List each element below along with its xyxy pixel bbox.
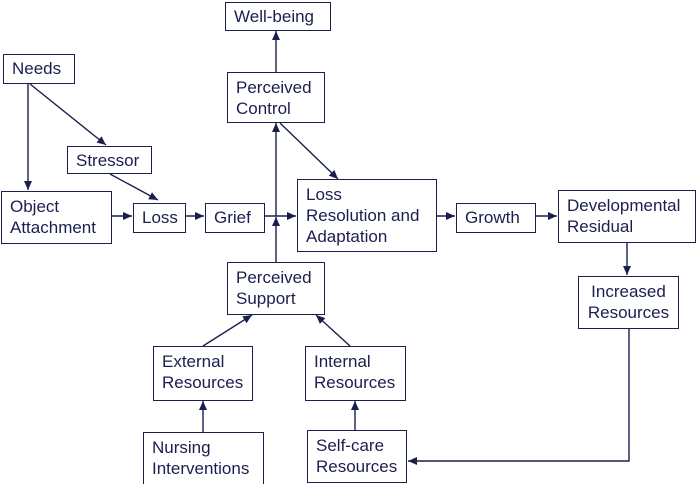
- node-internal-resources: Internal Resources: [305, 346, 406, 401]
- node-internal-resources-line-1: Internal: [314, 352, 371, 371]
- node-developmental-residual: Developmental Residual: [558, 190, 696, 243]
- edge-internal-to-perceived-support: [315, 314, 351, 347]
- node-loss-line-1: Loss: [142, 208, 178, 227]
- node-grief: Grief: [205, 203, 265, 233]
- node-external-resources-line-2: Resources: [162, 373, 244, 392]
- node-internal-resources-line-2: Resources: [314, 373, 396, 392]
- node-perceived-control-line-2: Control: [236, 99, 291, 118]
- node-needs-line-1: Needs: [12, 59, 62, 78]
- node-self-care-resources: Self-care Resources: [307, 430, 407, 483]
- node-object-attachment-line-1: Object: [10, 197, 60, 216]
- node-well-being: Well-being: [225, 2, 331, 31]
- node-perceived-support-line-2: Support: [236, 289, 296, 308]
- node-developmental-residual-line-2: Residual: [567, 217, 634, 236]
- node-loss-resolution-line-3: Adaptation: [306, 227, 388, 246]
- node-nursing-interventions-line-1: Nursing: [152, 438, 211, 457]
- node-growth: Growth: [456, 203, 536, 233]
- node-external-resources-line-1: External: [162, 352, 225, 371]
- node-loss: Loss: [133, 203, 186, 233]
- node-object-attachment: Object Attachment: [1, 191, 112, 244]
- node-nursing-interventions: Nursing Interventions: [143, 432, 264, 484]
- node-loss-resolution-and-adaptation: Loss Resolution and Adaptation: [297, 179, 437, 252]
- node-nursing-interventions-line-2: Interventions: [152, 459, 250, 478]
- node-well-being-line-1: Well-being: [234, 7, 315, 26]
- edge-perceived-control-to-loss-resolution: [279, 122, 339, 180]
- node-loss-resolution-line-1: Loss: [306, 185, 342, 204]
- node-stressor-line-1: Stressor: [76, 151, 140, 170]
- node-self-care-resources-line-1: Self-care: [316, 436, 385, 455]
- edge-stressor-to-loss: [109, 173, 159, 201]
- node-grief-line-1: Grief: [214, 208, 251, 227]
- node-external-resources: External Resources: [153, 346, 253, 401]
- node-perceived-control-line-1: Perceived: [236, 78, 312, 97]
- node-perceived-control: Perceived Control: [227, 72, 325, 123]
- node-increased-resources: Increased Resources: [578, 276, 679, 329]
- node-stressor: Stressor: [67, 146, 152, 174]
- node-self-care-resources-line-2: Resources: [316, 457, 398, 476]
- node-perceived-support: Perceived Support: [227, 262, 325, 315]
- node-increased-resources-line-1: Increased: [591, 282, 666, 301]
- node-loss-resolution-line-2: Resolution and: [306, 206, 420, 225]
- node-needs: Needs: [3, 54, 75, 84]
- node-increased-resources-line-2: Resources: [587, 303, 670, 322]
- edge-needs-to-stressor: [29, 83, 107, 146]
- node-developmental-residual-line-1: Developmental: [567, 196, 681, 215]
- node-growth-line-1: Growth: [465, 208, 520, 227]
- node-perceived-support-line-1: Perceived: [236, 268, 312, 287]
- edge-increased-resources-to-self-care: [408, 329, 630, 465]
- node-object-attachment-line-2: Attachment: [10, 218, 96, 237]
- edge-external-to-perceived-support: [202, 314, 253, 347]
